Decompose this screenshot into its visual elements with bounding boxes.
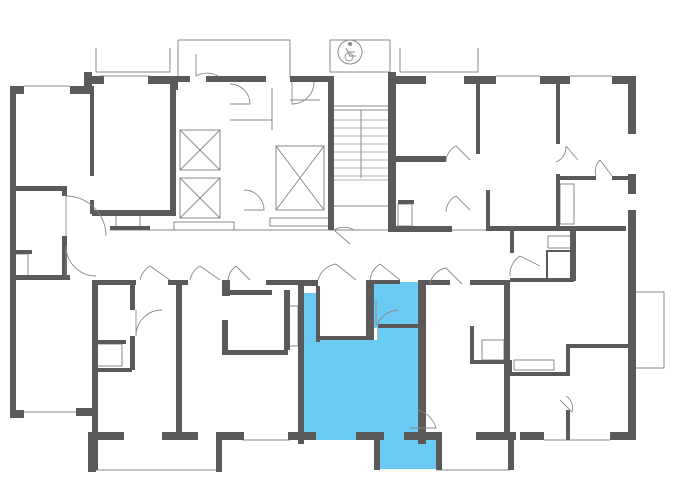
walls bbox=[10, 72, 636, 472]
highlighted-apartment[interactable] bbox=[303, 282, 438, 469]
highlighted-balcony bbox=[378, 440, 438, 469]
wheelchair-icon bbox=[337, 39, 363, 65]
door-swings bbox=[65, 54, 613, 429]
highlighted-apartment-floor bbox=[303, 282, 420, 440]
